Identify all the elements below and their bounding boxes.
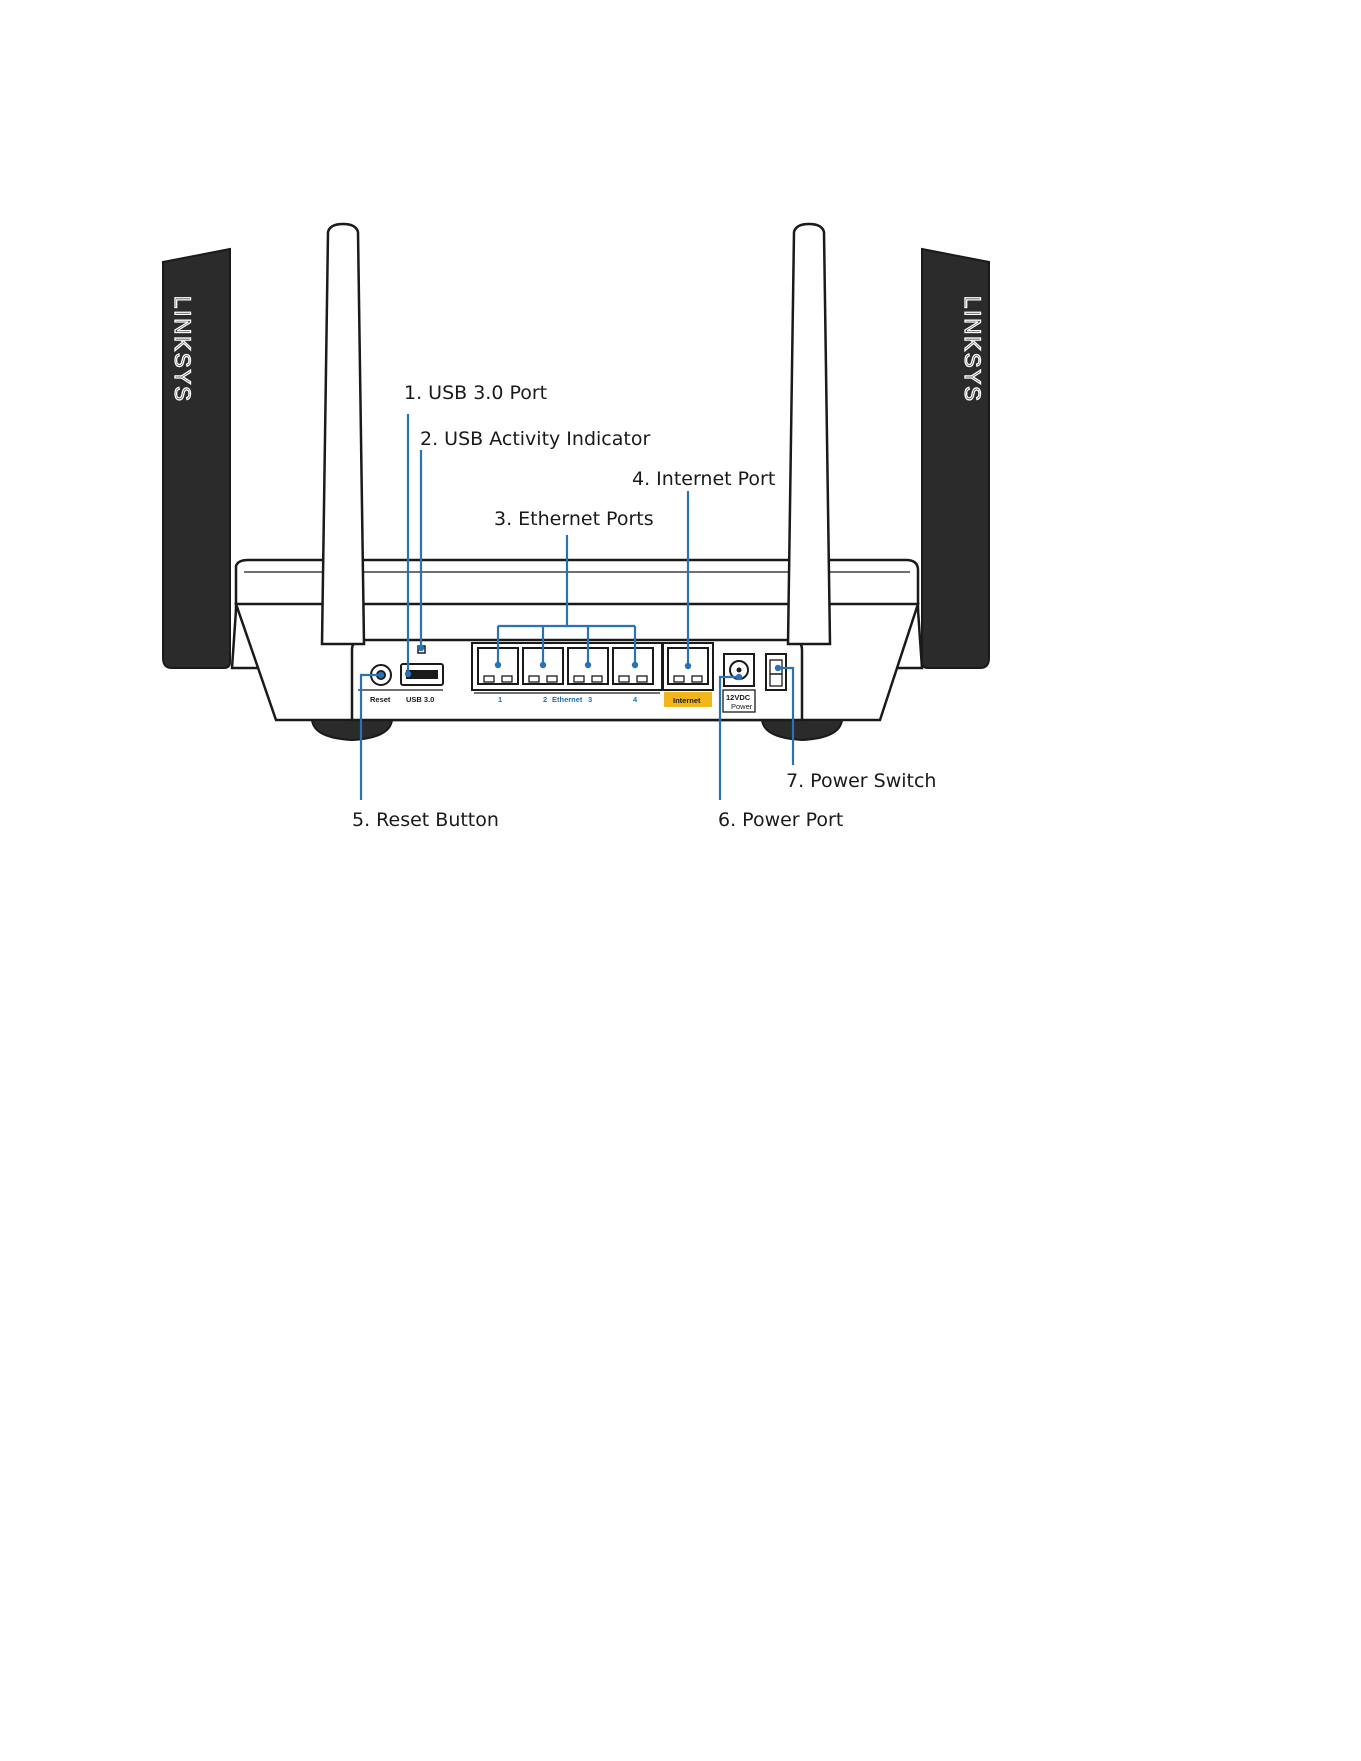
label-reset: Reset xyxy=(370,695,391,704)
label-internet: Internet xyxy=(673,696,701,705)
label-ethernet: Ethernet xyxy=(552,695,583,704)
label-power: Power xyxy=(731,702,753,711)
right-side-panel: LINKSYS xyxy=(922,249,989,668)
callout-internet-port: 4. Internet Port xyxy=(632,468,775,490)
callout-reset-button: 5. Reset Button xyxy=(352,809,499,831)
callout-ethernet-ports: 3. Ethernet Ports xyxy=(494,508,654,530)
callout-power-switch: 7. Power Switch xyxy=(786,770,936,792)
callout-usb-port: 1. USB 3.0 Port xyxy=(404,382,547,404)
callout-usb-indicator: 2. USB Activity Indicator xyxy=(420,428,650,450)
right-panel-brand: LINKSYS xyxy=(960,296,985,403)
callout-power-port: 6. Power Port xyxy=(718,809,843,831)
left-antenna xyxy=(322,224,364,644)
label-eth-3: 3 xyxy=(588,695,592,704)
right-antenna xyxy=(788,224,830,644)
label-eth-2: 2 xyxy=(543,695,547,704)
left-side-panel: LINKSYS xyxy=(163,249,230,668)
left-panel-brand: LINKSYS xyxy=(170,296,195,403)
label-eth-1: 1 xyxy=(498,695,502,704)
label-power-voltage: 12VDC xyxy=(726,693,751,702)
label-usb: USB 3.0 xyxy=(406,695,434,704)
